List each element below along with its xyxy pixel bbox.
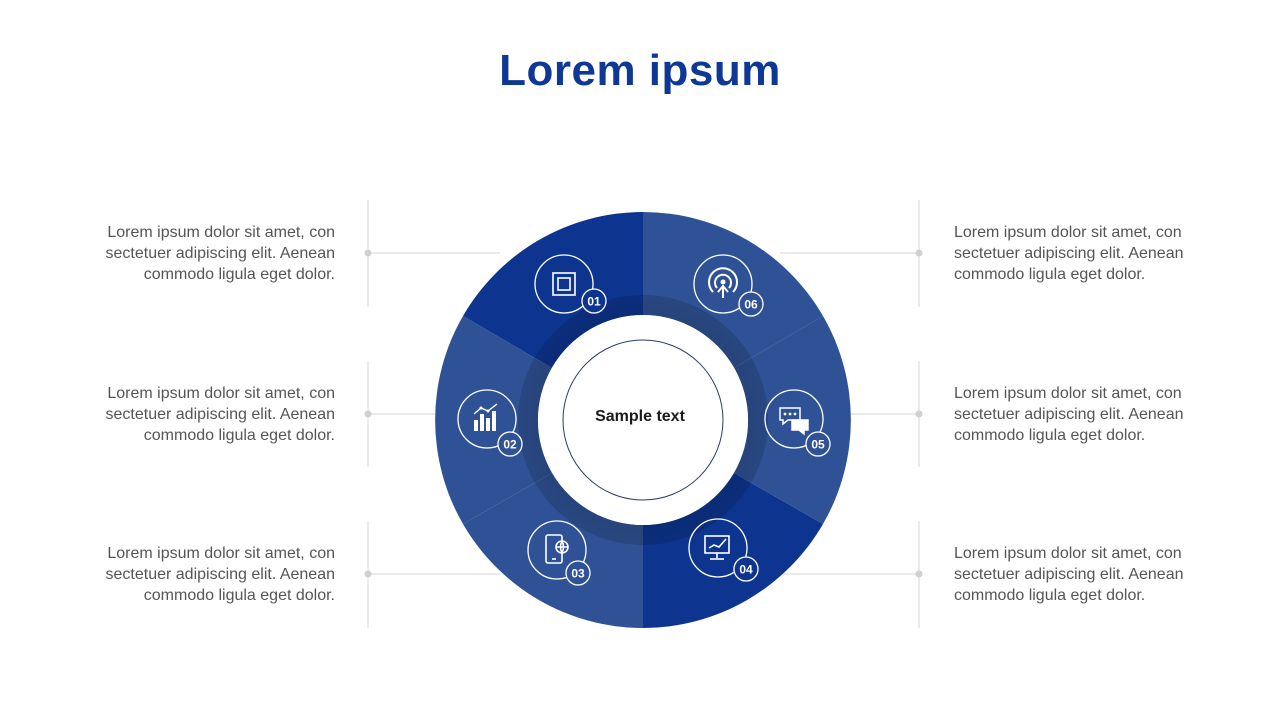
broadcast-target-icon — [708, 267, 738, 298]
description-line: Lorem ipsum dolor sit amet, con — [954, 385, 1182, 402]
description-line: sectetuer adipiscing elit. Aenean — [105, 406, 335, 423]
badge-number-02: 02 — [503, 438, 517, 452]
description-line: Lorem ipsum dolor sit amet, con — [107, 545, 335, 562]
badge-number-05: 05 — [811, 438, 825, 452]
badge-06 — [738, 291, 764, 317]
description-left-2: Lorem ipsum dolor sit amet, con sectetue… — [85, 383, 335, 446]
center-hub-outline — [562, 339, 724, 501]
badge-02 — [497, 431, 523, 457]
icon-ring-01 — [534, 254, 594, 314]
segment-06 — [643, 212, 823, 368]
badge-01 — [581, 288, 607, 314]
center-text: Sample text — [595, 408, 685, 425]
description-line: sectetuer adipiscing elit. Aenean — [954, 566, 1184, 583]
connector-dot — [915, 570, 923, 578]
badge-number-04: 04 — [739, 563, 753, 577]
badge-number-03: 03 — [571, 567, 585, 581]
description-line: commodo ligula eget dolor. — [954, 266, 1146, 283]
connector-dot — [364, 249, 372, 257]
description-line: sectetuer adipiscing elit. Aenean — [954, 245, 1184, 262]
description-line: Lorem ipsum dolor sit amet, con — [954, 224, 1182, 241]
description-line: sectetuer adipiscing elit. Aenean — [105, 245, 335, 262]
mobile-globe-icon — [545, 534, 569, 564]
description-line: sectetuer adipiscing elit. Aenean — [105, 566, 335, 583]
icon-ring-04 — [688, 518, 748, 578]
description-right-1: Lorem ipsum dolor sit amet, con sectetue… — [954, 222, 1204, 285]
connector-dot — [364, 570, 372, 578]
connector-dots — [364, 249, 923, 578]
description-left-1: Lorem ipsum dolor sit amet, con sectetue… — [85, 222, 335, 285]
bar-chart-icon — [473, 403, 498, 431]
description-line: Lorem ipsum dolor sit amet, con — [954, 545, 1182, 562]
badge-03 — [565, 560, 591, 586]
chat-bubbles-icon — [779, 407, 809, 436]
description-line: commodo ligula eget dolor. — [954, 587, 1146, 604]
badge-number-06: 06 — [744, 298, 758, 312]
description-line: Lorem ipsum dolor sit amet, con — [107, 385, 335, 402]
square-frame-icon — [552, 272, 576, 296]
connector-dot — [915, 410, 923, 418]
icon-ring-05 — [764, 389, 824, 449]
icon-ring-06 — [693, 254, 753, 314]
description-line: Lorem ipsum dolor sit amet, con — [107, 224, 335, 241]
icon-ring-03 — [527, 520, 587, 580]
connector-dot — [364, 410, 372, 418]
connector-dot — [915, 249, 923, 257]
description-line: commodo ligula eget dolor. — [954, 427, 1146, 444]
badge-number-01: 01 — [587, 295, 601, 309]
segment-04 — [643, 473, 823, 628]
description-line: commodo ligula eget dolor. — [143, 587, 335, 604]
description-line: sectetuer adipiscing elit. Aenean — [954, 406, 1184, 423]
badge-05 — [805, 431, 831, 457]
description-right-3: Lorem ipsum dolor sit amet, con sectetue… — [954, 543, 1204, 606]
monitor-check-icon — [704, 535, 730, 560]
description-line: commodo ligula eget dolor. — [143, 266, 335, 283]
description-line: commodo ligula eget dolor. — [143, 427, 335, 444]
badge-04 — [733, 556, 759, 582]
description-right-2: Lorem ipsum dolor sit amet, con sectetue… — [954, 383, 1204, 446]
description-left-3: Lorem ipsum dolor sit amet, con sectetue… — [85, 543, 335, 606]
segment-03 — [463, 473, 643, 628]
icon-ring-02 — [457, 389, 517, 449]
page-title: Lorem ipsum — [499, 46, 781, 95]
